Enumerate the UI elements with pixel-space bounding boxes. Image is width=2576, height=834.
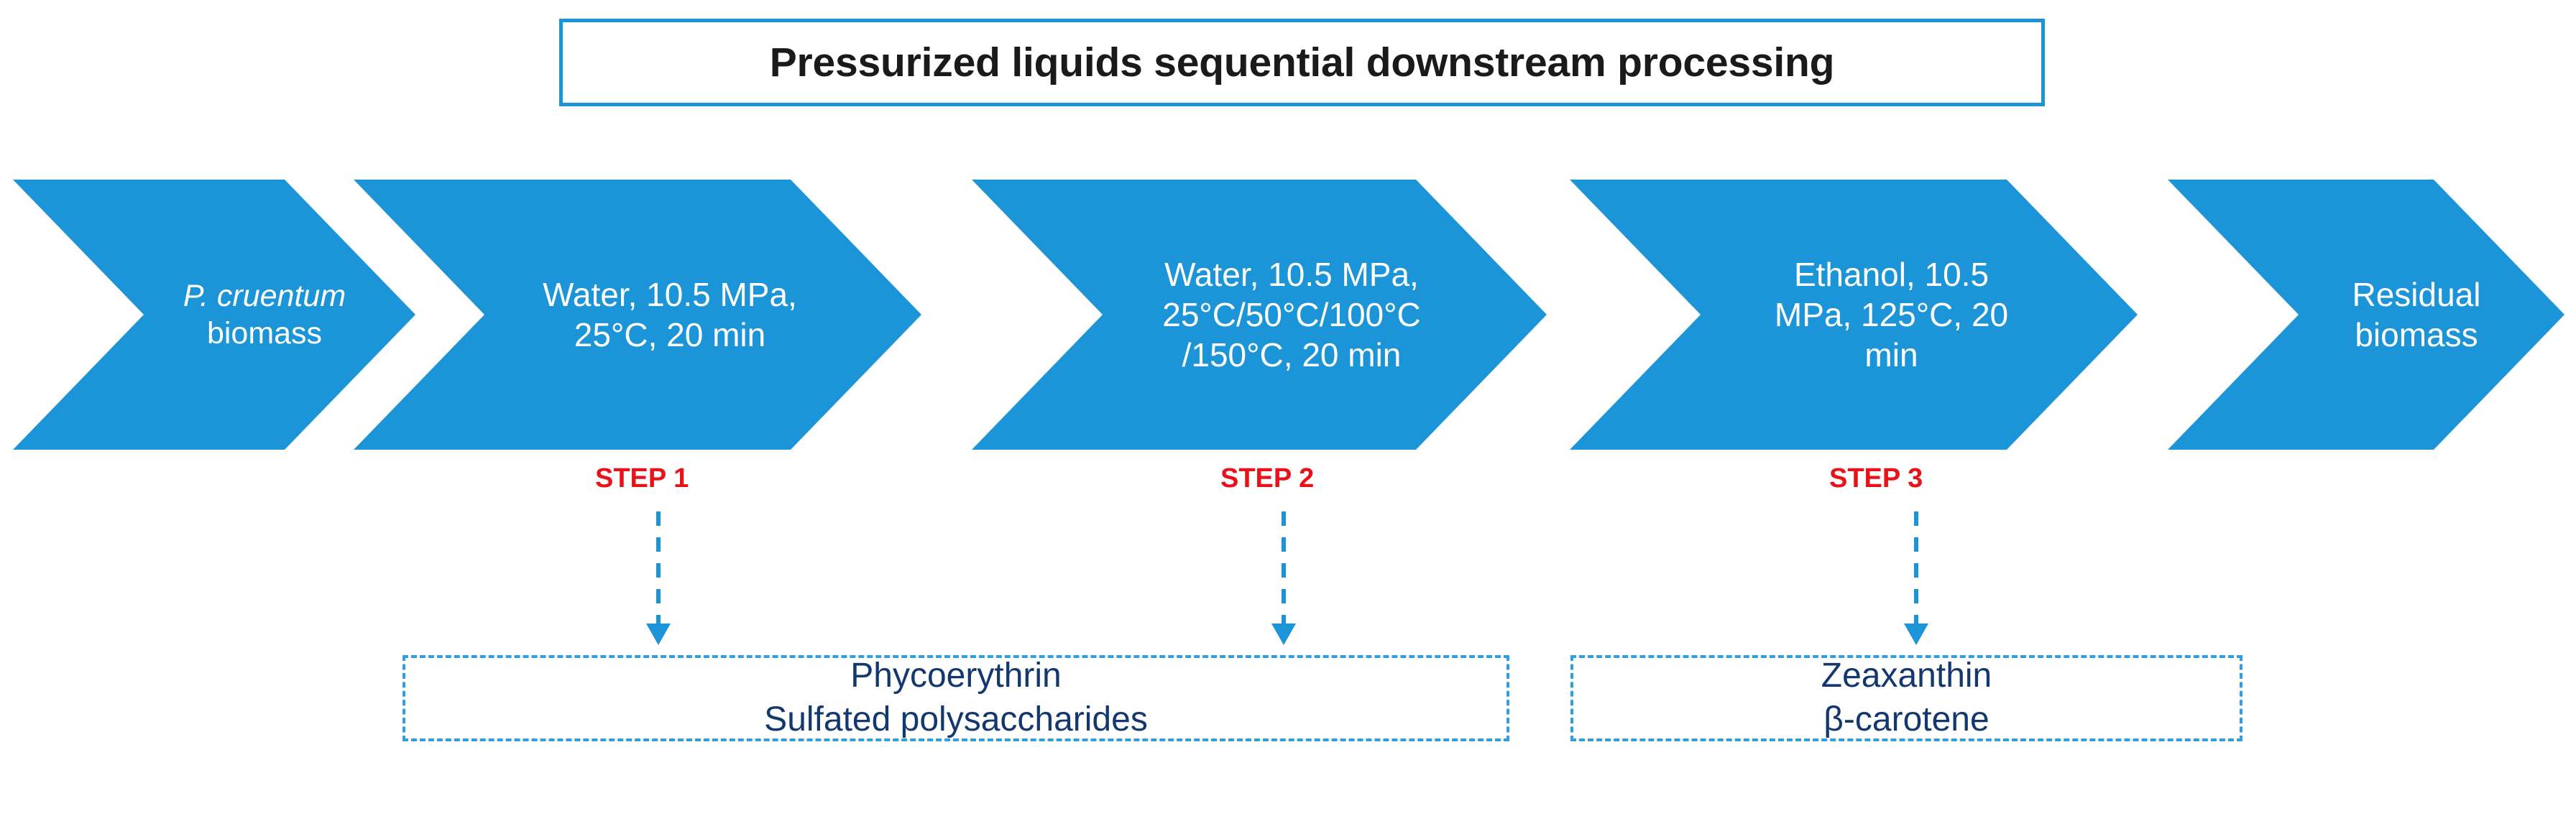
step-1-marker: STEP 1: [595, 463, 689, 494]
chevron-step2-label: Water, 10.5 MPa, 25°C/50°C/100°C /150°C,…: [1162, 255, 1421, 374]
output-line: Phycoerythrin: [850, 656, 1062, 695]
output-line: Zeaxanthin: [1821, 656, 1992, 695]
chevron-residual-biomass: Residual biomass: [2168, 180, 2564, 450]
dashed-arrow-step-2-icon: [1271, 511, 1296, 645]
output-box-steps-1-2: Phycoerythrin Sulfated polysaccharides: [402, 655, 1509, 741]
chevron-step1-label: Water, 10.5 MPa, 25°C, 20 min: [543, 275, 797, 353]
dashed-arrow-step-1-icon: [646, 511, 671, 645]
chevron-step-3-conditions: Ethanol, 10.5 MPa, 125°C, 20 min: [1570, 180, 2138, 450]
output-line: β-carotene: [1823, 700, 1990, 738]
species-name: P. cruentum: [183, 278, 346, 313]
chevron-step3-label: Ethanol, 10.5 MPa, 125°C, 20 min: [1774, 255, 2009, 374]
output-box-step-3: Zeaxanthin β-carotene: [1570, 655, 2242, 741]
output-line: Sulfated polysaccharides: [764, 700, 1148, 738]
chevron-residual-label: Residual biomass: [2352, 275, 2481, 353]
step-2-marker: STEP 2: [1220, 463, 1315, 494]
page-title: Pressurized liquids sequential downstrea…: [769, 40, 1835, 85]
chevron-step-1-conditions: Water, 10.5 MPa, 25°C, 20 min: [354, 180, 921, 450]
diagram-title-banner: Pressurized liquids sequential downstrea…: [559, 19, 2045, 106]
chevron-step-2-conditions: Water, 10.5 MPa, 25°C/50°C/100°C /150°C,…: [972, 180, 1547, 450]
biomass-word: biomass: [206, 316, 323, 351]
dashed-arrow-step-3-icon: [1904, 511, 1928, 645]
step-3-marker: STEP 3: [1829, 463, 1923, 494]
